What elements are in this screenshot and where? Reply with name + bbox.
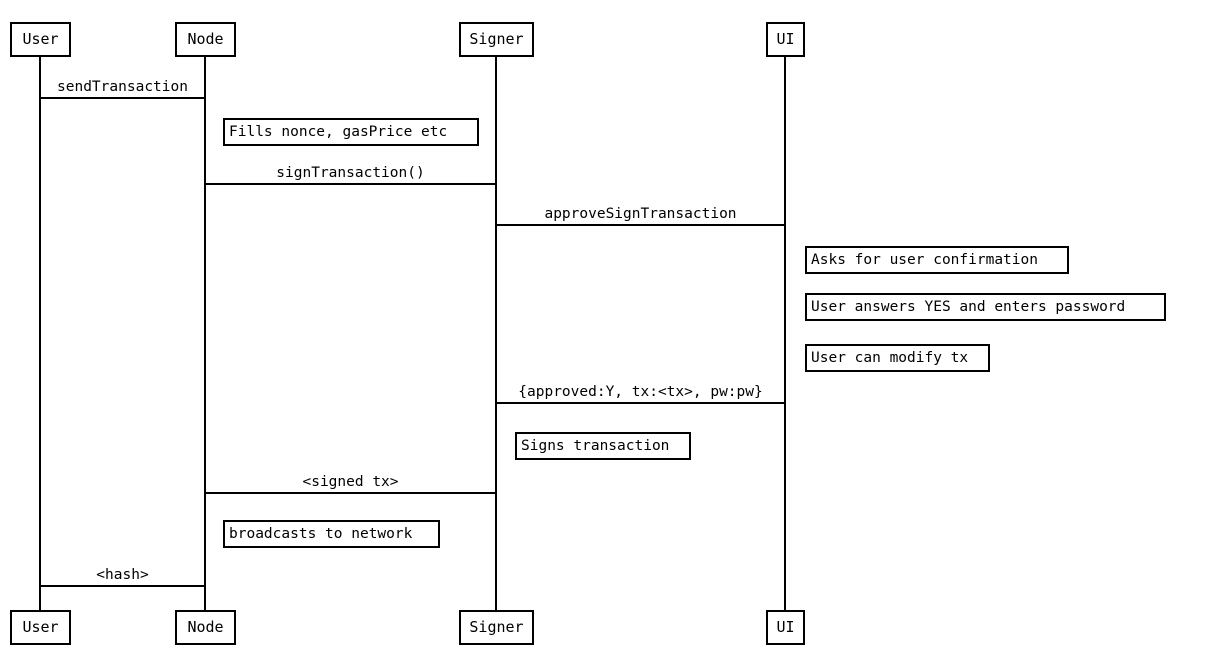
note-text: Asks for user confirmation bbox=[811, 251, 1038, 268]
note-n6: broadcasts to network bbox=[223, 520, 440, 548]
message-label-m6: <hash> bbox=[96, 567, 149, 583]
participant-foot-signer: Signer bbox=[459, 610, 534, 645]
message-label-m2: signTransaction() bbox=[276, 165, 425, 181]
message-label-m1: sendTransaction bbox=[57, 79, 188, 95]
participant-label: Signer bbox=[469, 30, 524, 48]
note-n1: Fills nonce, gasPrice etc bbox=[223, 118, 479, 146]
note-n3: User answers YES and enters password bbox=[805, 293, 1166, 321]
note-text: User can modify tx bbox=[811, 349, 969, 366]
participant-foot-node: Node bbox=[175, 610, 236, 645]
message-line-m2 bbox=[205, 183, 496, 185]
note-n4: User can modify tx bbox=[805, 344, 990, 372]
participant-label: User bbox=[22, 618, 59, 636]
participant-label: Node bbox=[187, 618, 224, 636]
lifeline-user bbox=[39, 57, 41, 610]
participant-label: UI bbox=[776, 618, 795, 636]
note-n5: Signs transaction bbox=[515, 432, 691, 460]
message-line-m4 bbox=[496, 402, 785, 404]
participant-head-user: User bbox=[10, 22, 71, 57]
message-label-m3: approveSignTransaction bbox=[544, 206, 737, 222]
message-line-m1 bbox=[40, 97, 205, 99]
participant-head-node: Node bbox=[175, 22, 236, 57]
participant-label: User bbox=[22, 30, 59, 48]
lifeline-signer bbox=[495, 57, 497, 610]
participant-head-signer: Signer bbox=[459, 22, 534, 57]
message-line-m6 bbox=[40, 585, 205, 587]
participant-foot-user: User bbox=[10, 610, 71, 645]
participant-head-ui: UI bbox=[766, 22, 805, 57]
participant-label: Node bbox=[187, 30, 224, 48]
message-line-m5 bbox=[205, 492, 496, 494]
note-text: Fills nonce, gasPrice etc bbox=[229, 123, 448, 140]
participant-label: UI bbox=[776, 30, 795, 48]
message-label-m5: <signed tx> bbox=[302, 474, 399, 490]
lifeline-ui bbox=[784, 57, 786, 610]
participant-foot-ui: UI bbox=[766, 610, 805, 645]
participant-label: Signer bbox=[469, 618, 524, 636]
note-text: broadcasts to network bbox=[229, 525, 413, 542]
lifeline-node bbox=[204, 57, 206, 610]
message-line-m3 bbox=[496, 224, 785, 226]
note-text: Signs transaction bbox=[521, 437, 670, 454]
message-label-m4: {approved:Y, tx:<tx>, pw:pw} bbox=[518, 384, 763, 400]
note-n2: Asks for user confirmation bbox=[805, 246, 1069, 274]
note-text: User answers YES and enters password bbox=[811, 298, 1126, 315]
